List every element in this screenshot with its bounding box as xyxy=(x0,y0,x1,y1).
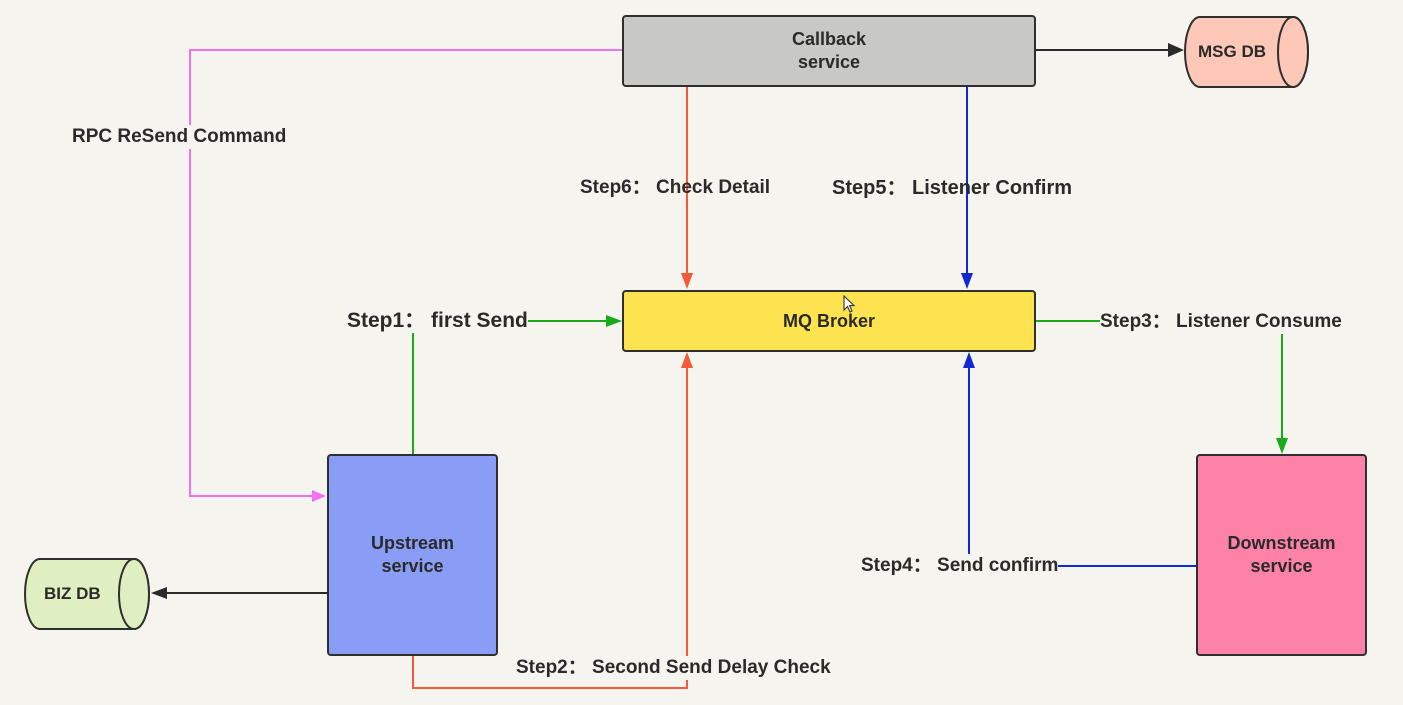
rpc-resend-label: RPC ReSend Command xyxy=(72,125,287,149)
step2-label: Step2： Second Send Delay Check xyxy=(516,656,831,680)
upstream-service-node: Upstream service xyxy=(327,454,498,656)
step5-label: Step5： Listener Confirm xyxy=(832,177,1073,199)
downstream-service-node: Downstream service xyxy=(1196,454,1367,656)
biz-db-cylinder xyxy=(24,558,150,630)
mq-broker-node: MQ Broker xyxy=(622,290,1036,352)
msg-db-cylinder xyxy=(1184,16,1309,88)
callback-service-label: Callback service xyxy=(791,29,867,72)
step3-label: Step3： Listener Consume xyxy=(1100,310,1342,334)
step6-connector xyxy=(681,87,693,289)
step3-connector xyxy=(1036,320,1288,454)
step1-label: Step1： first Send xyxy=(347,309,528,333)
callback-service-node: Callback service xyxy=(622,15,1036,87)
upstream-to-bizdb-connector xyxy=(151,587,327,599)
msg-db-label: MSG DB xyxy=(1198,42,1266,61)
mouse-pointer-icon xyxy=(843,295,856,313)
step5-connector xyxy=(961,87,973,289)
downstream-service-label: Downstream service xyxy=(1227,533,1336,576)
upstream-service-label: Upstream service xyxy=(370,533,455,576)
biz-db-label: BIZ DB xyxy=(44,584,101,603)
mq-broker-label: MQ Broker xyxy=(782,310,876,331)
step2-connector xyxy=(412,352,693,689)
rpc-resend-connector xyxy=(189,49,622,502)
step6-label: Step6： Check Detail xyxy=(580,177,771,198)
step4-label: Step4： Send confirm xyxy=(861,554,1059,578)
step4-connector xyxy=(963,352,1196,567)
callback-to-msgdb-connector xyxy=(1036,43,1184,57)
step1-connector xyxy=(412,315,622,454)
